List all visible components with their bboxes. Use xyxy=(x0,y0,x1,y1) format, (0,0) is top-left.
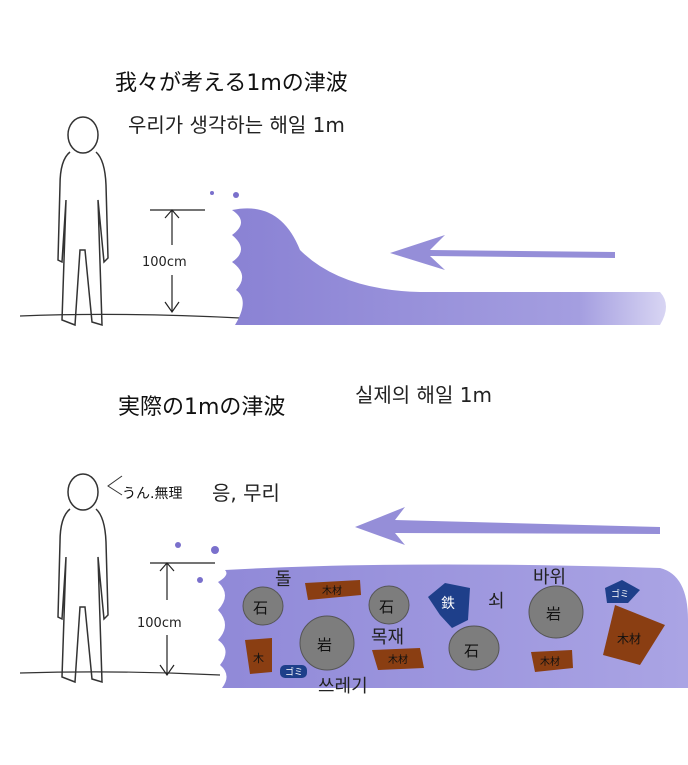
ground-line-bottom xyxy=(19,671,221,676)
wave-top xyxy=(232,208,666,325)
debris-wood: 木材 xyxy=(603,605,665,665)
person-figure-top xyxy=(57,116,109,327)
splash-dot xyxy=(175,542,181,548)
svg-text:石: 石 xyxy=(379,598,394,616)
splash-dot xyxy=(197,577,203,583)
debris-rock: 岩 xyxy=(299,615,355,671)
annotation-trash: 쓰레기 xyxy=(318,676,368,697)
ground-line-top xyxy=(19,313,241,319)
svg-text:岩: 岩 xyxy=(546,605,561,623)
svg-text:石: 石 xyxy=(253,599,268,617)
height-label-top: 100cm xyxy=(142,255,187,270)
flow-arrow-bottom xyxy=(355,507,660,545)
debris-rock: 岩 xyxy=(528,585,584,639)
height-marker-top xyxy=(150,209,205,314)
annotation-rock: 바위 xyxy=(533,567,566,588)
annotation-stone: 돌 xyxy=(275,569,292,590)
splash-dot xyxy=(211,546,219,554)
svg-text:木材: 木材 xyxy=(388,653,408,666)
svg-text:ゴミ: ゴミ xyxy=(285,666,303,678)
svg-text:岩: 岩 xyxy=(317,636,332,654)
svg-text:ゴミ: ゴミ xyxy=(611,588,629,600)
height-marker-bottom xyxy=(150,562,215,677)
top-title-ko: 우리가 생각하는 해일 1m xyxy=(128,113,345,137)
svg-text:木: 木 xyxy=(253,652,264,665)
debris-wood: 木 xyxy=(245,638,272,674)
debris-wood: 木材 xyxy=(372,648,424,670)
debris-stone: 石 xyxy=(448,625,500,671)
debris-stone: 石 xyxy=(368,585,410,625)
person-figure-bottom xyxy=(57,473,109,684)
svg-text:石: 石 xyxy=(464,642,479,660)
debris-iron: 鉄 xyxy=(428,583,470,628)
annotation-wood: 목재 xyxy=(371,627,404,648)
splash-dot xyxy=(233,192,239,198)
debris-wood: 木材 xyxy=(305,580,361,600)
svg-text:鉄: 鉄 xyxy=(441,596,455,612)
height-label-bottom: 100cm xyxy=(137,616,182,631)
speech-mark xyxy=(107,475,123,496)
bottom-title-jp: 実際の1mの津波 xyxy=(118,395,285,420)
bottom-title-ko: 실제의 해일 1m xyxy=(355,383,492,407)
top-title-jp: 我々が考える1mの津波 xyxy=(115,71,348,96)
flow-arrow-top xyxy=(390,235,615,270)
speech-ko: 응, 무리 xyxy=(212,481,280,505)
splash-dot xyxy=(210,191,214,195)
debris-trash: ゴミ xyxy=(280,665,307,678)
svg-text:木材: 木材 xyxy=(540,655,560,668)
svg-text:木材: 木材 xyxy=(322,584,342,597)
svg-text:木材: 木材 xyxy=(617,632,641,646)
debris-stone: 石 xyxy=(242,586,284,626)
debis-wood: 木材 xyxy=(531,650,573,672)
debris-trash: ゴミ xyxy=(605,580,640,603)
annotation-iron: 쇠 xyxy=(488,591,505,612)
speech-jp: うん.無理 xyxy=(122,486,182,502)
